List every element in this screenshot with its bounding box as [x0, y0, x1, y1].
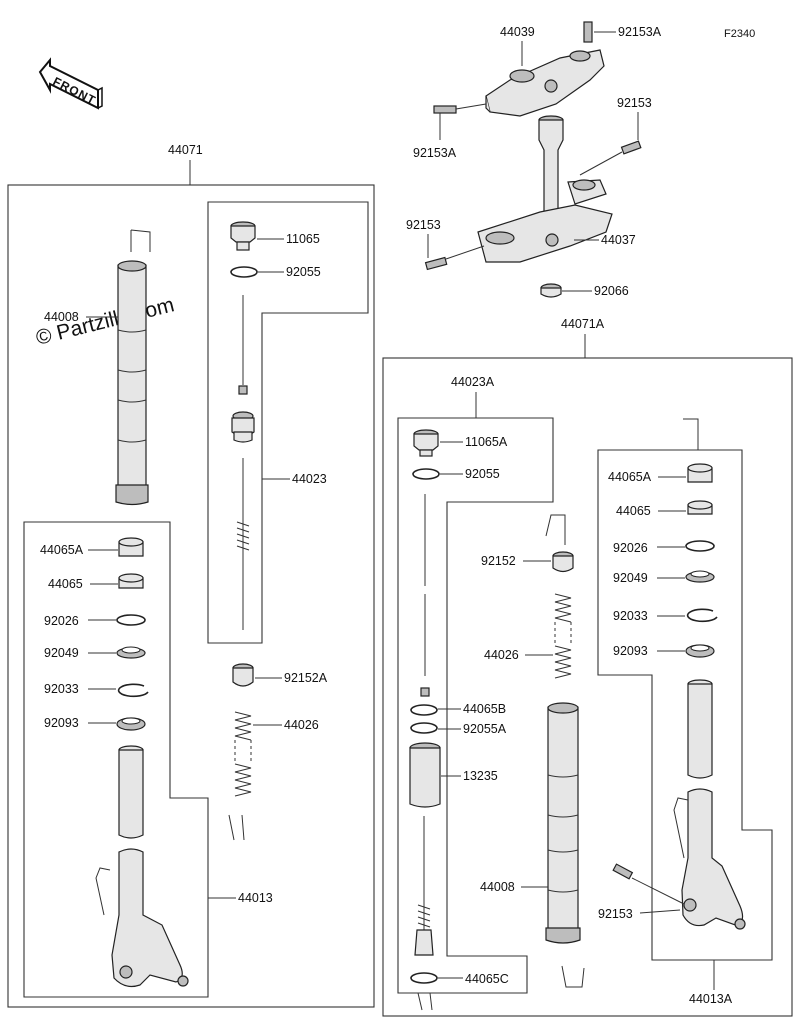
right-damper-box — [397, 417, 554, 994]
right-oring — [412, 468, 440, 480]
stem-bolt-label: 92153 — [617, 96, 652, 110]
right-bushing-c-label: 44065C — [465, 972, 509, 986]
right-axle-bolt-label: 92153 — [598, 907, 633, 921]
left-inner-tube — [115, 260, 149, 506]
left-oring — [230, 266, 258, 278]
left-washer-label: 92026 — [44, 614, 79, 628]
right-inner-tube — [545, 702, 581, 944]
left-bushing-a — [118, 537, 144, 557]
stem-bolt — [620, 140, 642, 155]
right-nut-label: 92152 — [481, 554, 516, 568]
left-washer — [116, 614, 146, 626]
right-spring-label: 44026 — [484, 648, 519, 662]
left-nut-label: 92152A — [284, 671, 328, 685]
steering-stem — [477, 115, 613, 263]
right-fork-assembly: 44071A 44023A 11065A 92055 44065B 92055A… — [382, 317, 793, 1017]
right-bushing-b-label: 44065B — [463, 702, 506, 716]
left-dust-seal — [116, 717, 146, 731]
right-cylinder-label: 13235 — [463, 769, 498, 783]
upper-bracket — [485, 49, 605, 117]
right-fork-cap — [413, 429, 439, 457]
right-fork-spring — [554, 593, 572, 679]
left-oring-label: 92055 — [286, 265, 321, 279]
right-bushing-b — [410, 704, 438, 716]
right-damper-label: 44023A — [451, 375, 495, 389]
left-fork-assembly: 44071 44008 44023 11065 92055 — [7, 143, 375, 1008]
left-fork-label: 44071 — [168, 143, 203, 157]
left-damper-piston — [231, 411, 255, 443]
lower-bolt — [424, 256, 448, 271]
left-fork-box — [7, 184, 375, 1008]
upper-bolt-left — [433, 105, 457, 114]
left-circlip-label: 92033 — [44, 682, 79, 696]
left-circlip — [117, 683, 149, 698]
right-spring-nut — [552, 551, 574, 573]
upper-bolt-label-right: 92153A — [618, 25, 662, 39]
right-oil-seal-label: 92049 — [613, 571, 648, 585]
right-dust-seal — [685, 644, 715, 658]
lower-bolt-label: 92153 — [406, 218, 441, 232]
left-outer-tube-label: 44013 — [238, 891, 273, 905]
upper-bolt-label-left: 92153A — [413, 146, 457, 160]
right-axle-bolt — [612, 863, 634, 880]
right-bushing-c — [410, 972, 438, 984]
stem-cap — [540, 283, 562, 298]
right-bushing — [687, 500, 713, 515]
right-oring-a — [410, 722, 438, 734]
left-oil-seal-label: 92049 — [44, 646, 79, 660]
left-bushing-label: 44065 — [48, 577, 83, 591]
right-damper-rod — [414, 816, 434, 956]
left-outer-tube — [95, 745, 189, 988]
right-oring-a-label: 92055A — [463, 722, 507, 736]
right-dust-seal-label: 92093 — [613, 644, 648, 658]
right-bushing-a — [687, 463, 713, 483]
right-circlip — [686, 608, 718, 623]
left-oil-seal — [116, 646, 146, 659]
upper-bolt-right — [583, 21, 593, 43]
right-oil-seal — [685, 570, 715, 583]
left-tube-label: 44008 — [44, 310, 79, 324]
diagram-code: F2340 — [724, 28, 755, 40]
right-bushing-label: 44065 — [616, 504, 651, 518]
right-outer-tube — [673, 679, 746, 930]
right-cylinder — [409, 742, 441, 808]
upper-bracket-label: 44039 — [500, 25, 535, 39]
left-spring-label: 44026 — [284, 718, 319, 732]
left-fork-spring — [234, 711, 252, 797]
right-fork-box — [382, 357, 793, 1017]
left-dust-seal-label: 92093 — [44, 716, 79, 730]
right-oring-label: 92055 — [465, 467, 500, 481]
left-outer-tube-box — [23, 521, 209, 998]
left-spring-nut — [232, 663, 254, 687]
left-damper-label: 44023 — [292, 472, 327, 486]
right-outer-tube-box — [597, 449, 773, 961]
left-cap-label: 11065 — [286, 232, 320, 246]
right-washer-label: 92026 — [613, 541, 648, 555]
stem-label: 44037 — [601, 233, 636, 247]
left-fork-cap — [230, 221, 256, 251]
right-fork-label: 44071A — [561, 317, 605, 331]
right-cap-label: 11065A — [465, 435, 508, 449]
left-bushing — [118, 573, 144, 589]
right-bushing-a-label: 44065A — [608, 470, 652, 484]
right-rod-nut — [420, 687, 430, 697]
left-bushing-a-label: 44065A — [40, 543, 84, 557]
steering-clamps: 44039 92153A 92153A 92153 — [406, 21, 662, 298]
right-tube-label: 44008 — [480, 880, 515, 894]
front-arrow-icon: FRONT — [38, 57, 103, 110]
right-outer-tube-label: 44013A — [689, 992, 733, 1006]
right-circlip-label: 92033 — [613, 609, 648, 623]
right-washer — [685, 540, 715, 552]
left-damper-box — [207, 201, 369, 644]
stem-cap-label: 92066 — [594, 284, 629, 298]
